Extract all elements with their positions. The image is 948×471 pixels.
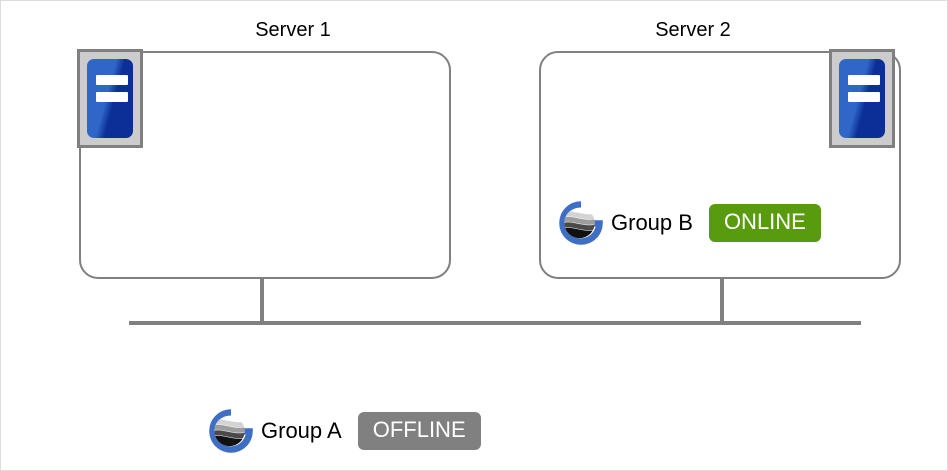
cluster-group-logo-icon [555,197,607,249]
server-network-connector [720,278,724,324]
server-chassis-icon [77,49,143,148]
server-chassis-slot-top [96,75,128,85]
group-a-label: Group A [261,418,342,443]
server-chassis-body [87,59,133,138]
group-b-label: Group B [611,210,693,235]
server-chassis-slot-top [848,75,880,85]
server-1-title: Server 1 [255,19,331,41]
server-chassis-slot-bottom [848,92,880,102]
server-chassis-icon [829,49,895,148]
server-chassis-slot-bottom [96,92,128,102]
group-b-status-badge[interactable]: ONLINE [708,204,821,242]
group-a-status-badge[interactable]: OFFLINE [357,412,481,450]
group-a-row[interactable]: Group A OFFLINE [205,405,481,457]
group-b-row[interactable]: Group B ONLINE [555,197,821,249]
server-2-title: Server 2 [655,19,731,41]
server-network-connector [260,278,264,324]
shared-network-bus [129,321,861,325]
server-chassis-body [839,59,885,138]
cluster-group-logo-icon [205,405,257,457]
